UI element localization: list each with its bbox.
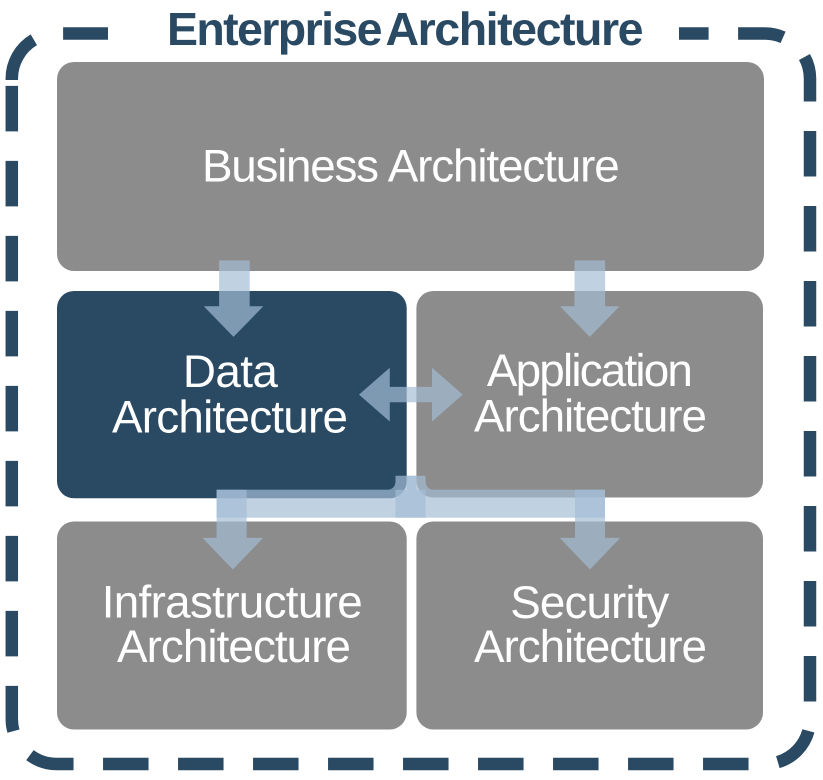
svg-text:Security: Security	[510, 577, 669, 628]
svg-text:Enterprise: Enterprise	[167, 3, 383, 55]
svg-text:Architecture: Architecture	[112, 391, 348, 442]
svg-text:Architecture: Architecture	[474, 621, 707, 672]
svg-text:Architecture: Architecture	[386, 3, 644, 55]
svg-text:Infrastructure: Infrastructure	[102, 576, 363, 627]
svg-text:Business: Business	[202, 141, 379, 192]
svg-text:Architecture: Architecture	[117, 621, 351, 672]
svg-text:Architecture: Architecture	[474, 391, 707, 442]
svg-text:Application: Application	[487, 345, 693, 396]
svg-text:Architecture: Architecture	[388, 141, 620, 192]
svg-text:Data: Data	[183, 346, 279, 397]
